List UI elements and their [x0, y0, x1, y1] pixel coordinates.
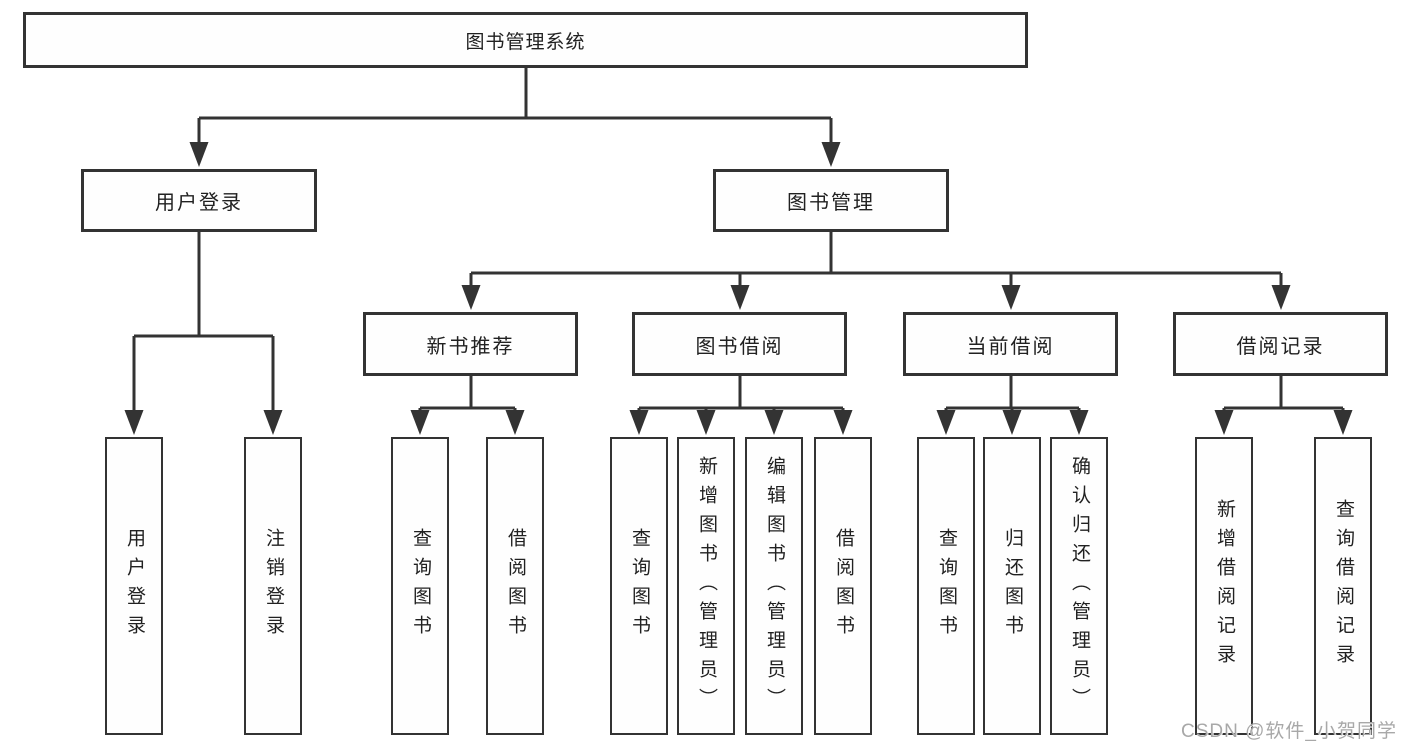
csdn-watermark: CSDN @软件_小贺同学: [1181, 721, 1397, 742]
leaf-edit-book-admin: 编辑图书（管理员）: [745, 437, 803, 735]
leaf-query-books-recommend: 查询图书: [391, 437, 449, 735]
connector-arrowheads: [124, 142, 1353, 435]
node-book-management: 图书管理: [713, 169, 949, 232]
node-borrow-records: 借阅记录: [1173, 312, 1388, 376]
leaf-query-books-borrow: 查询图书: [610, 437, 668, 735]
leaf-query-books-current: 查询图书: [917, 437, 975, 735]
node-root: 图书管理系统: [23, 12, 1028, 68]
leaf-add-borrow-record: 新增借阅记录: [1195, 437, 1253, 735]
node-user-login: 用户登录: [81, 169, 317, 232]
leaf-logout: 注销登录: [244, 437, 302, 735]
leaf-confirm-return-admin: 确认归还（管理员）: [1050, 437, 1108, 735]
leaf-user-login: 用户登录: [105, 437, 163, 735]
leaf-query-borrow-record: 查询借阅记录: [1314, 437, 1372, 735]
leaf-borrow-books-recommend: 借阅图书: [486, 437, 544, 735]
node-current-borrow: 当前借阅: [903, 312, 1118, 376]
leaf-borrow-books: 借阅图书: [814, 437, 872, 735]
node-new-book-recommend: 新书推荐: [363, 312, 578, 376]
node-book-borrow: 图书借阅: [632, 312, 847, 376]
leaf-return-books: 归还图书: [983, 437, 1041, 735]
leaf-add-book-admin: 新增图书（管理员）: [677, 437, 735, 735]
connector-elbow-lines: [132, 68, 1345, 416]
